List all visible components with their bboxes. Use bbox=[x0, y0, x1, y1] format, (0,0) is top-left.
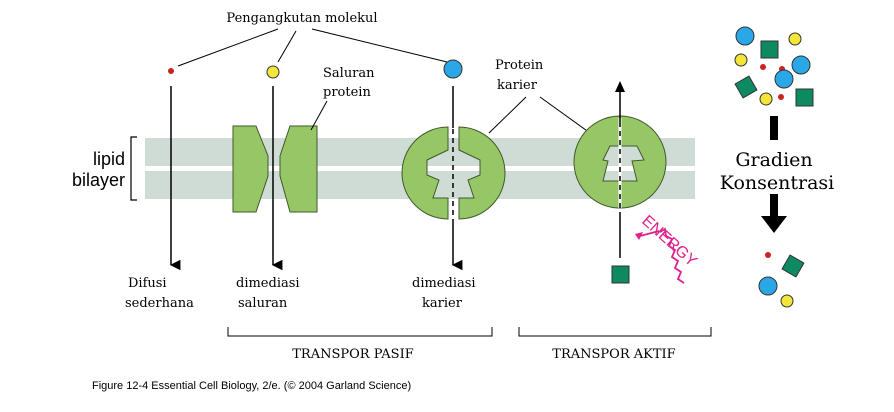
gradient-arrowhead bbox=[761, 216, 787, 233]
cluster-green-molecule bbox=[734, 75, 758, 99]
cluster-blue-molecule bbox=[791, 55, 811, 75]
channel-protein-left-half bbox=[232, 125, 269, 213]
simple-diffusion-label-line1: Difusi bbox=[128, 276, 167, 291]
figure-caption: Figure 12-4 Essential Cell Biology, 2/e.… bbox=[92, 380, 411, 392]
channel-mediated-label-line1: dimediasi bbox=[236, 276, 300, 291]
cluster-blue-molecule bbox=[774, 69, 794, 89]
channel-label-line1: Saluran bbox=[323, 66, 375, 81]
active-transport-label: TRANSPOR AKTIF bbox=[552, 347, 675, 362]
cluster-small-molecule bbox=[778, 94, 784, 100]
carrier-label-line-left bbox=[488, 96, 527, 134]
cluster-green-molecule bbox=[760, 40, 779, 59]
blue-molecule-icon bbox=[443, 59, 463, 79]
gradient-bar-top bbox=[770, 116, 778, 140]
small-molecule-icon bbox=[168, 68, 174, 74]
passive-transport-bracket bbox=[227, 327, 493, 337]
passive-transport-label: TRANSPOR PASIF bbox=[292, 347, 413, 362]
title-line-carrier bbox=[311, 28, 448, 63]
green-molecule-icon bbox=[611, 265, 630, 284]
channel-mediated-label-line2: saluran bbox=[238, 296, 288, 311]
cluster-yellow-molecule bbox=[788, 32, 802, 46]
carrier-label-line2: karier bbox=[497, 78, 538, 93]
passive-carrier-left-half bbox=[401, 126, 449, 220]
energy-arrowhead bbox=[635, 232, 643, 240]
carrier-label-line1: Protein bbox=[495, 58, 544, 73]
bilayer-bracket bbox=[130, 136, 137, 201]
low-blue-molecule bbox=[758, 276, 778, 296]
yellow-molecule-icon bbox=[266, 65, 280, 79]
transport-title: Pengangkutan molekul bbox=[226, 11, 377, 26]
title-line-simple bbox=[177, 28, 279, 67]
active-transport-bracket bbox=[518, 327, 712, 337]
gradient-bar-bottom bbox=[770, 194, 778, 218]
cluster-green-molecule bbox=[795, 88, 814, 107]
passive-carrier-right-half bbox=[458, 126, 506, 220]
energy-wave bbox=[659, 227, 685, 284]
channel-protein-right-half bbox=[279, 125, 318, 213]
bilayer-label-line1: lipid bbox=[93, 149, 125, 169]
carrier-mediated-label-line1: dimediasi bbox=[412, 276, 476, 291]
bilayer-label-line2: bilayer bbox=[72, 170, 125, 190]
energy-arrow-shaft bbox=[639, 230, 660, 237]
channel-label-line2: protein bbox=[323, 85, 371, 100]
cluster-yellow-molecule bbox=[734, 53, 748, 67]
title-line-channel bbox=[277, 30, 297, 63]
cluster-yellow-molecule bbox=[759, 92, 773, 106]
low-yellow-molecule bbox=[780, 294, 794, 308]
carrier-label-line-right bbox=[539, 96, 591, 134]
cluster-small-molecule bbox=[760, 64, 766, 70]
gradient-label-line1: Gradien bbox=[735, 149, 812, 171]
active-carrier-arrowhead bbox=[615, 81, 625, 92]
low-small-molecule bbox=[765, 252, 771, 258]
simple-diffusion-label-line2: sederhana bbox=[125, 296, 194, 311]
low-green-molecule bbox=[781, 254, 805, 278]
gradient-label-line2: Konsentrasi bbox=[720, 172, 834, 194]
cluster-blue-molecule bbox=[735, 26, 755, 46]
carrier-mediated-label-line2: karier bbox=[422, 296, 463, 311]
energy-label: ENERGY bbox=[638, 212, 700, 270]
channel-label-line bbox=[310, 100, 328, 131]
